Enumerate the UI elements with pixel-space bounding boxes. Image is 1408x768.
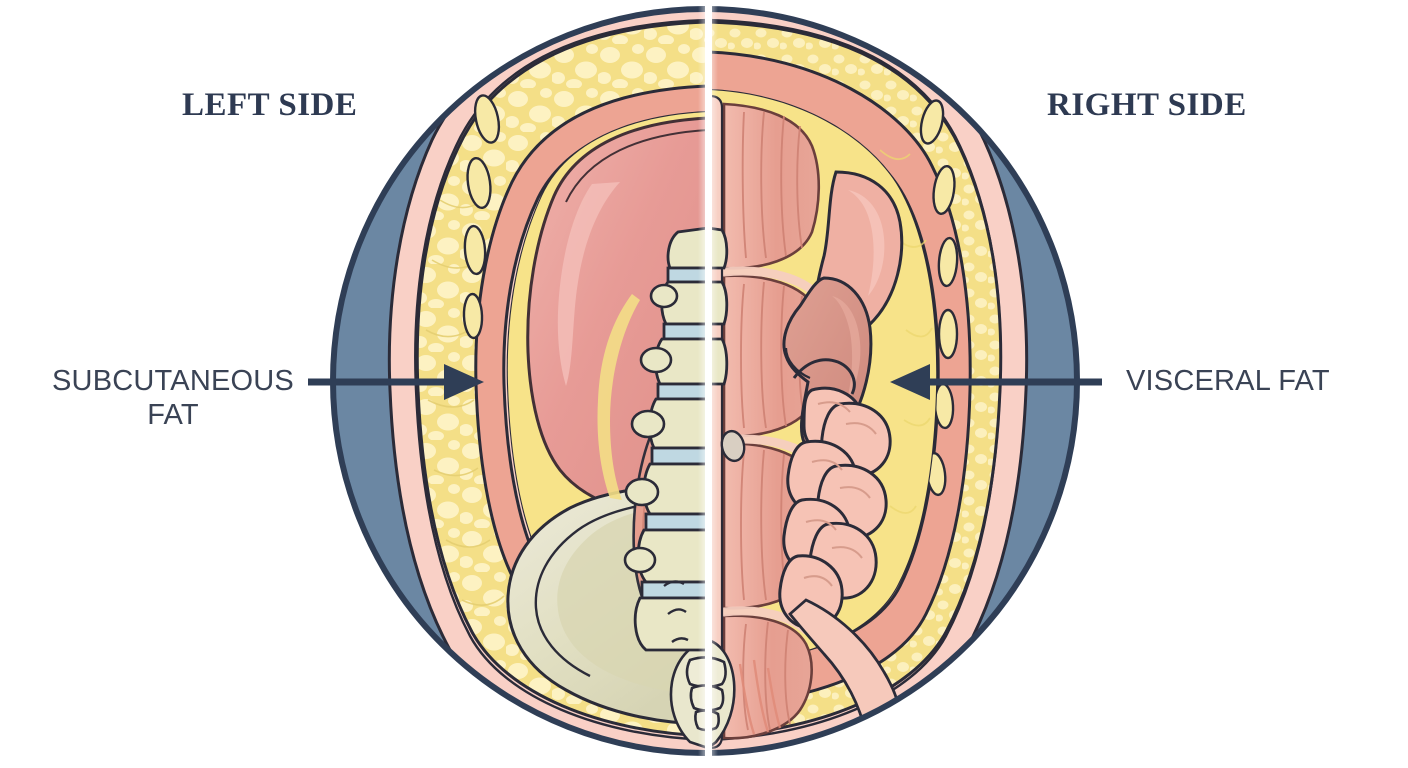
callout-arrow-left bbox=[308, 364, 484, 400]
subcutaneous-fat-label-line2: FAT bbox=[147, 399, 199, 431]
right-side-title: RIGHT SIDE bbox=[1047, 87, 1247, 123]
kidney-hilum bbox=[784, 347, 811, 380]
retroperitoneal-fat-left bbox=[597, 294, 640, 500]
right-half-anatomy bbox=[708, 9, 1029, 753]
center-divider bbox=[698, 0, 718, 768]
subcutaneous-fat-label: SUBCUTANEOUS FAT bbox=[44, 364, 302, 432]
dermis-line-left bbox=[414, 18, 708, 742]
liver-highlight bbox=[557, 182, 620, 386]
rib-cross-sections-left bbox=[462, 94, 501, 340]
subcutaneous-fat-label-line1: SUBCUTANEOUS bbox=[52, 365, 294, 397]
left-half-anatomy bbox=[387, 9, 708, 753]
abdominal-vessel-node bbox=[720, 429, 746, 463]
lumbar-vertebrae-left bbox=[633, 226, 708, 652]
lower-muscle-striations bbox=[738, 659, 782, 735]
callout-arrow-right bbox=[890, 364, 1102, 400]
liver-edge-line bbox=[565, 129, 708, 203]
sacral-foramina bbox=[663, 580, 689, 643]
visceral-fat-label: VISCERAL FAT bbox=[1126, 365, 1330, 397]
intestine-inner-lines bbox=[803, 401, 877, 587]
transverse-processes-left bbox=[623, 283, 679, 574]
intestine-upper-loop bbox=[792, 358, 856, 395]
left-side-title: LEFT SIDE bbox=[182, 87, 358, 123]
stomach-highlight bbox=[848, 190, 885, 296]
anatomy-circle bbox=[330, 6, 1080, 756]
